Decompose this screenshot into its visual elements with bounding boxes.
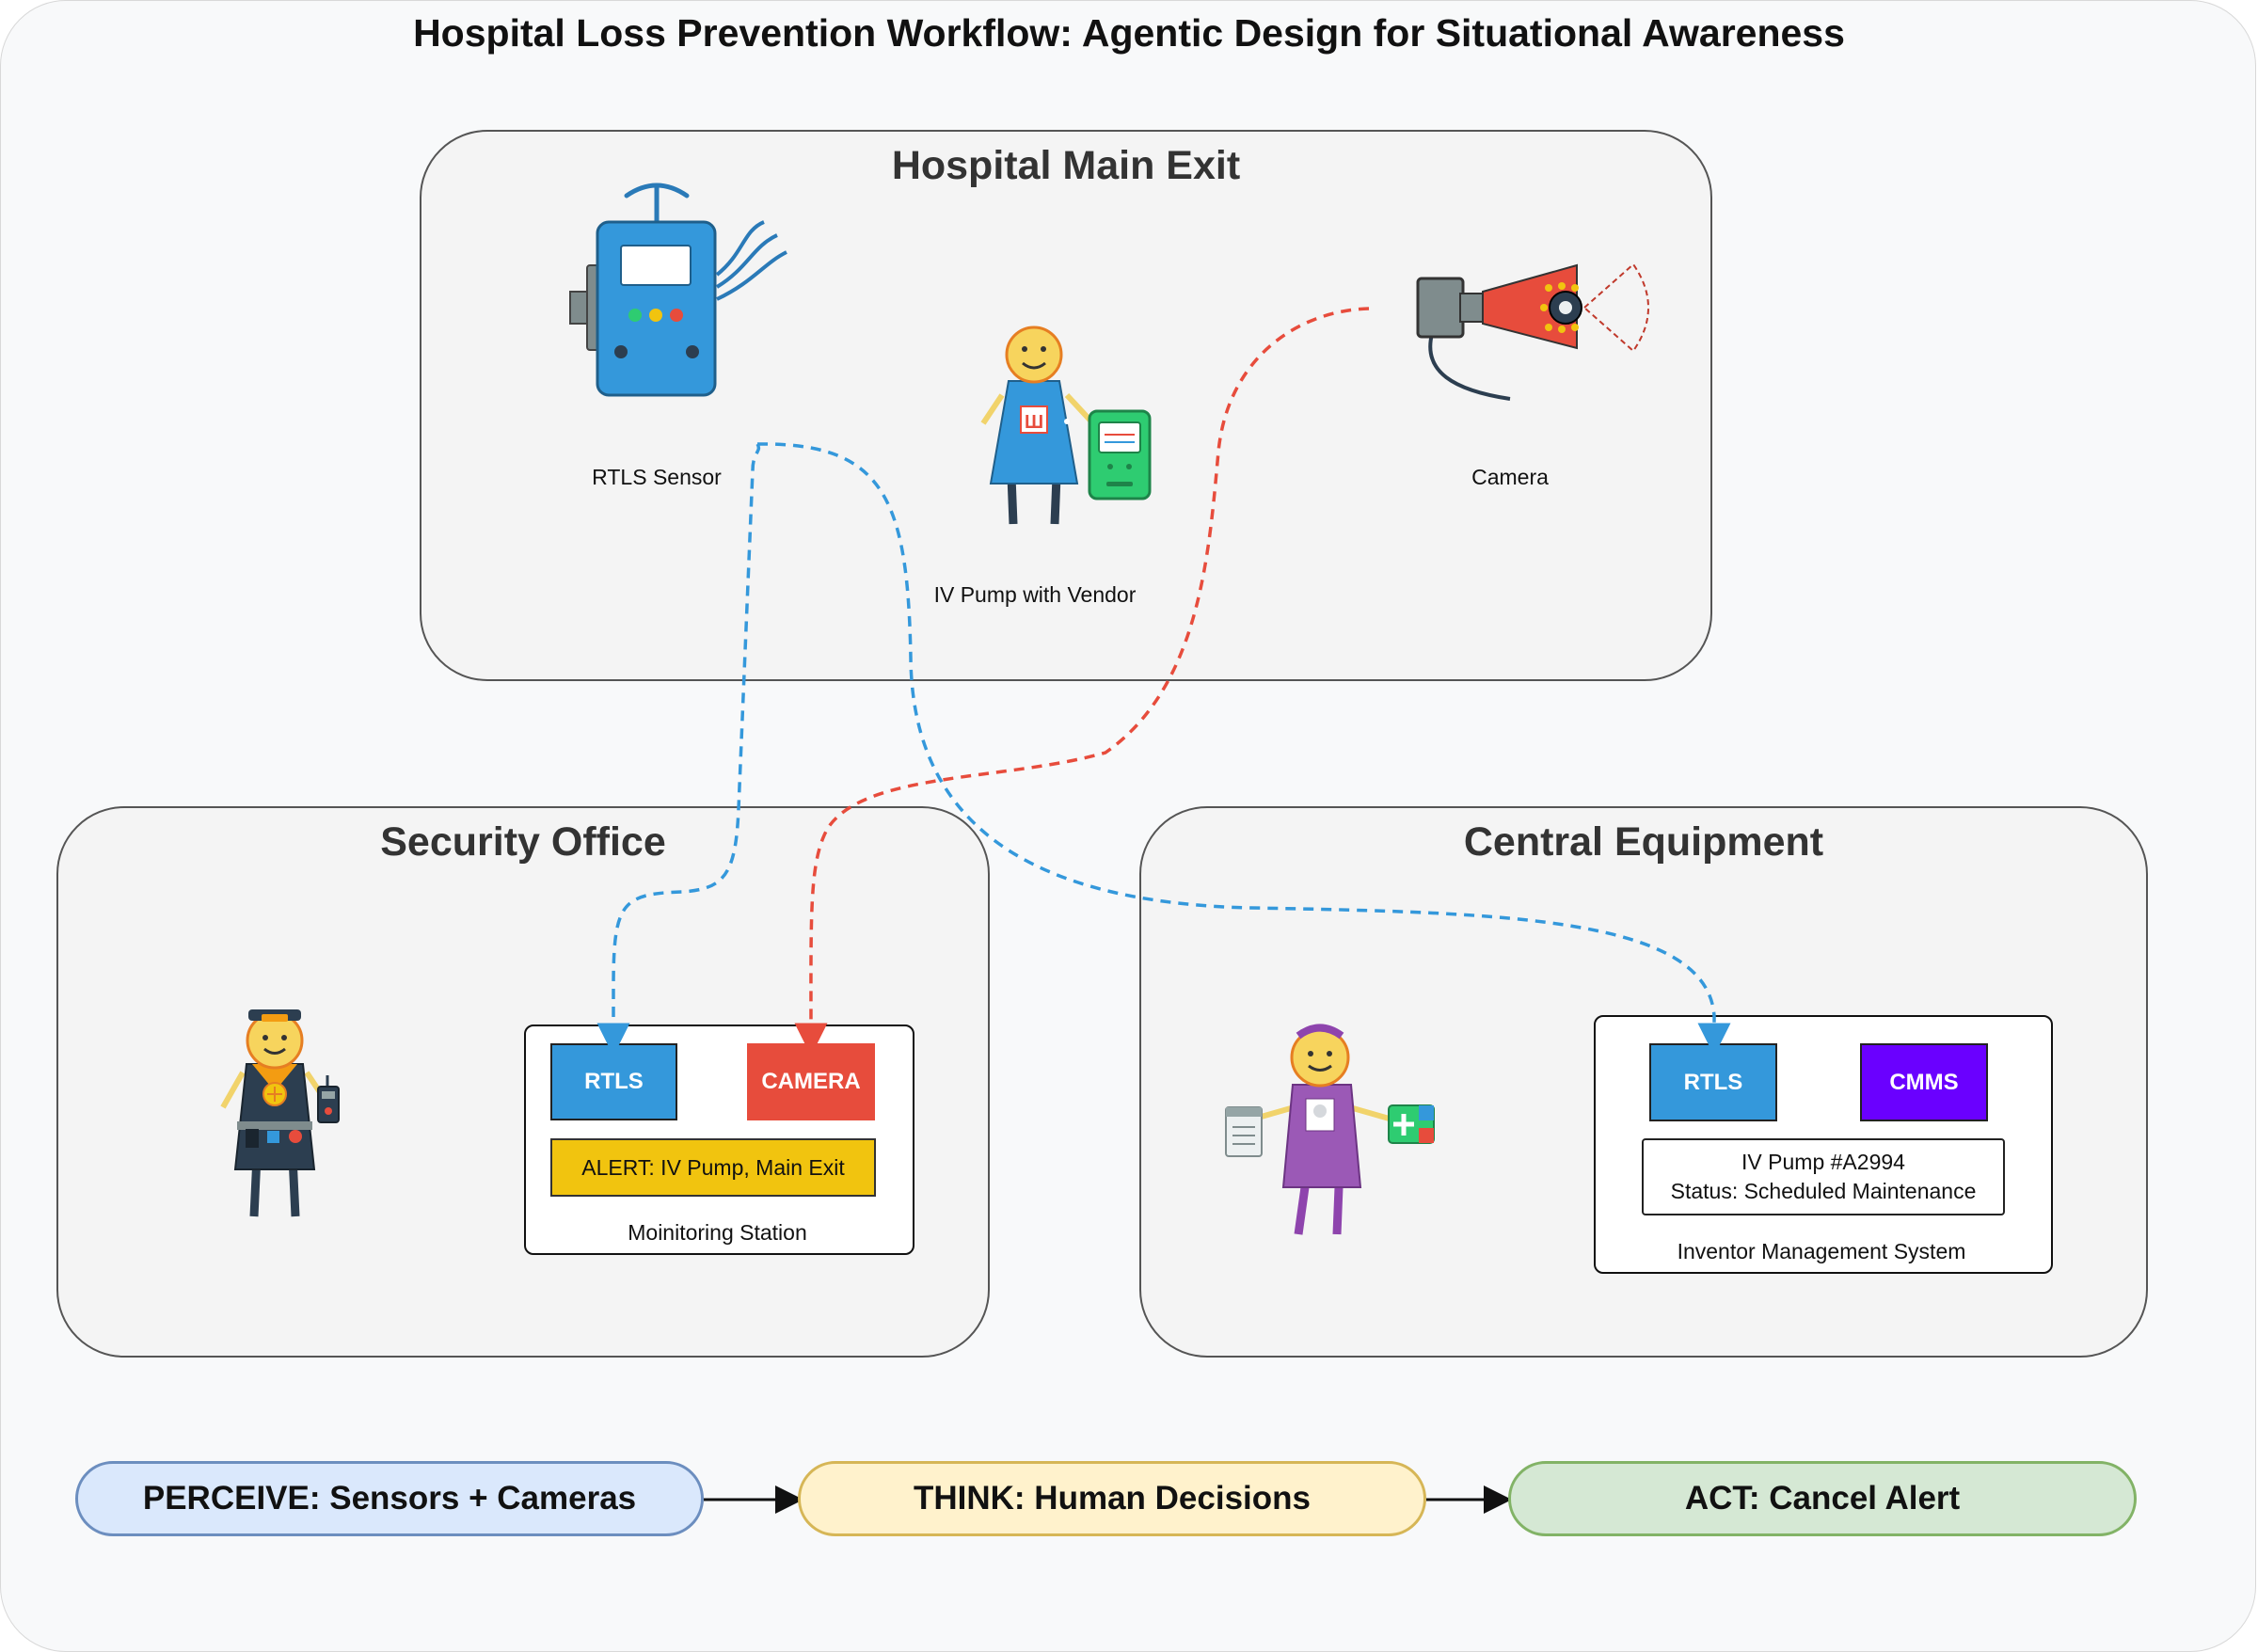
vendor-label: IV Pump with Vendor: [933, 582, 1137, 607]
inventory-system-label: Inventor Management System: [1677, 1239, 1966, 1263]
rtls-sensor-icon: [569, 183, 787, 397]
zone-security-office: Security Office: [56, 806, 990, 1358]
act-step: ACT: Cancel Alert: [1508, 1461, 2137, 1536]
zone-main-exit-title: Hospital Main Exit: [891, 143, 1241, 188]
svg-text:Ш: Ш: [1025, 412, 1043, 433]
equipment-technician-icon: [1225, 1024, 1435, 1235]
alert-banner: ALERT: IV Pump, Main Exit: [550, 1138, 876, 1197]
think-step: THINK: Human Decisions: [798, 1461, 1426, 1536]
rtls-to-station-connector: [596, 443, 761, 1056]
asset-id-text: IV Pump #A2994: [1741, 1150, 1905, 1174]
asset-status-text: Status: Scheduled Maintenance: [1670, 1179, 1977, 1203]
station-camera-chip: CAMERA: [747, 1043, 875, 1120]
zone-main-exit: Hospital Main Exit: [420, 130, 1712, 681]
zone-security-office-title: Security Office: [380, 819, 666, 865]
monitoring-station-label: Moinitoring Station: [628, 1220, 807, 1245]
zone-central-equipment-title: Central Equipment: [1463, 819, 1824, 865]
rtls-sensor-label: RTLS Sensor: [592, 465, 722, 489]
camera-to-station-connector: [794, 307, 1370, 1056]
iv-pump-icon: [1088, 409, 1152, 500]
page-title: Hospital Loss Prevention Workflow: Agent…: [413, 11, 1845, 55]
perceive-step: PERCEIVE: Sensors + Cameras: [75, 1461, 704, 1536]
system-rtls-chip: RTLS: [1649, 1043, 1777, 1121]
security-guard-icon: [220, 1009, 340, 1217]
system-cmms-chip: CMMS: [1860, 1043, 1988, 1121]
camera-label: Camera: [1471, 465, 1549, 489]
asset-status-box: IV Pump #A2994 Status: Scheduled Mainten…: [1642, 1138, 2005, 1215]
rtls-to-inventory-connector: [756, 442, 1731, 1056]
security-camera-icon: [1416, 262, 1649, 401]
vendor-person-icon: Ш: [980, 326, 1094, 525]
